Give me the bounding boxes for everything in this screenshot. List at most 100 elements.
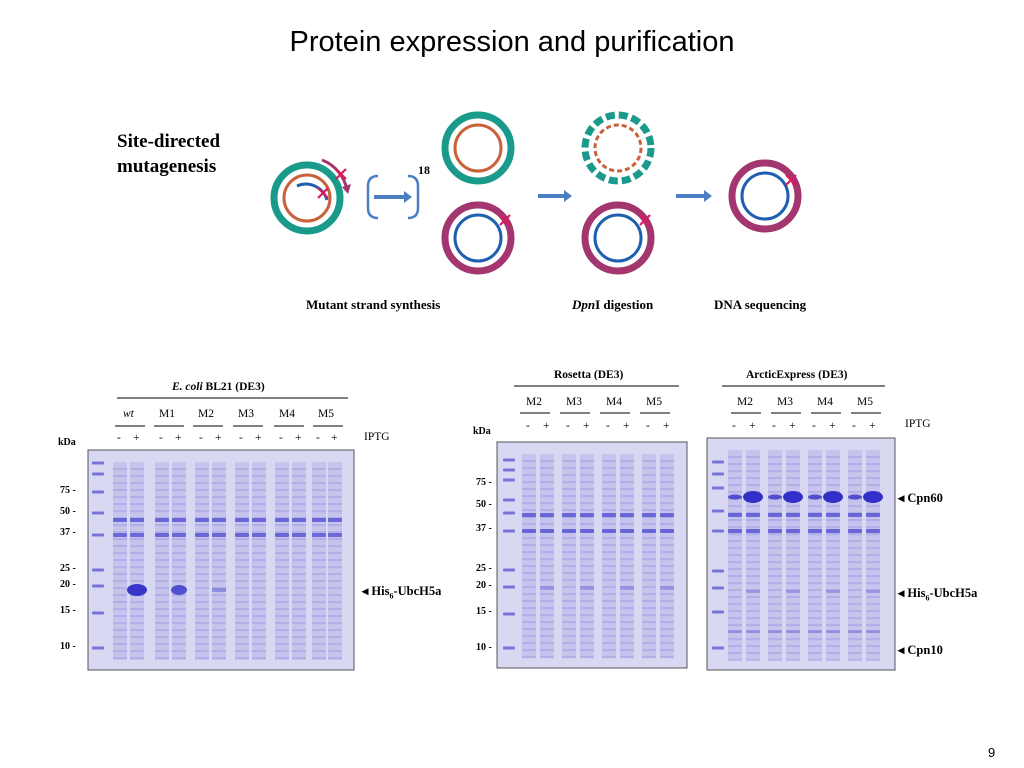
gel2-lane-faint-band [660,572,674,575]
gel3-lane-faint-band [768,470,782,473]
gel3-lane-faint-band [826,582,840,585]
gel3-sign-plus-M2: + [749,420,756,432]
gel1-lane-faint-band [328,482,342,485]
gel3-lane-faint-band [746,638,760,641]
gel1-lane-faint-band [312,510,326,513]
gel1-lane-faint-band [312,601,326,604]
gel1-lane-faint-band [155,559,169,562]
gel3-lane-faint-band [826,477,840,480]
gel3-lane-3 [768,450,782,662]
gel2-lane-faint-band [660,558,674,561]
gel1-lane-faint-band [113,475,127,478]
gel1-marker-band-8 [92,646,104,650]
gel3-lane-faint-band [826,568,840,571]
gel3-annotation-cpn60: ◂ Cpn60 [898,491,943,505]
gel2-lane-faint-band [562,516,576,519]
gel1-lane-faint-band [235,643,249,646]
gel3-lane-faint-band [746,603,760,606]
gel2-lane-faint-band [562,474,576,477]
gel3-lane-faint-band [848,652,862,655]
gel3-his6-band [826,590,840,593]
gel2-lane-faint-band [642,558,656,561]
gel3-marker-band-7 [712,610,724,614]
gel2-lane-faint-band [620,502,634,505]
gel1-sign-plus-M5: + [331,432,338,444]
gel2-lane-faint-band [522,607,536,610]
gel1-lane-faint-band [235,531,249,534]
gel2-lane-faint-band [642,516,656,519]
gel2-lane-faint-band [642,502,656,505]
gel1-lane-faint-band [172,496,186,499]
gel3-marker-band-5 [712,569,724,573]
gel2-lane-faint-band [522,593,536,596]
gel1-lane-faint-band [328,580,342,583]
gel2-lane-6 [620,454,634,659]
gel1-lane-faint-band [155,650,169,653]
gel1-lane-faint-band [292,650,306,653]
gel3-lane-faint-band [866,631,880,634]
gel2-lane-faint-band [562,607,576,610]
gel2-lane-smear-5 [602,454,616,658]
gel1-lane-faint-band [155,510,169,513]
gel2-lane-faint-band [580,537,594,540]
plasmid-template [270,161,344,235]
gel3-lane-faint-band [768,533,782,536]
gel2-lane-smear-2 [540,454,554,658]
gel2-lane-major-band-0 [660,513,674,517]
gel1-lane-faint-band [212,636,226,639]
gel1-lane-faint-band [130,573,144,576]
gel1-lane-faint-band [252,482,266,485]
gel1-lane-faint-band [212,615,226,618]
gel2-lane-faint-band [580,516,594,519]
gel1-lane-smear-4 [172,462,186,660]
gel3-lane-major-band-0 [808,513,822,517]
gel1-lane-faint-band [212,489,226,492]
gel2-lane-faint-band [642,551,656,554]
gel1-lane-faint-band [312,496,326,499]
gel3-cpn10-band [746,630,760,633]
gel1-lane-faint-band [113,643,127,646]
gel1-lane-faint-band [172,608,186,611]
gel1-lane-faint-band [130,552,144,555]
gel3-lane-faint-band [768,652,782,655]
gel3-lane-faint-band [826,596,840,599]
gel2-lane-faint-band [540,614,554,617]
gel3-lane-faint-band [786,582,800,585]
gel1-lane-faint-band [212,510,226,513]
gel1-lane-faint-band [212,538,226,541]
gel3-lane-faint-band [786,561,800,564]
gel1-marker-37: 37 - [60,527,76,538]
gel3-lane-faint-band [728,610,742,613]
gel2-lane-faint-band [642,579,656,582]
gel3-lane-faint-band [826,638,840,641]
gel1-lane-faint-band [275,496,289,499]
gel1-lane-faint-band [113,636,127,639]
gel3-lane-faint-band [746,582,760,585]
gel1-lane-faint-band [172,552,186,555]
gel3-lane-faint-band [808,659,822,662]
gel3-cpn10-band [866,630,880,633]
gel1-lane-faint-band [292,608,306,611]
gel1-lane-7 [235,462,249,660]
gel3-lane-faint-band [786,638,800,641]
gel3-lane-faint-band [848,589,862,592]
gel1-lane-faint-band [292,524,306,527]
gel1-lane-faint-band [130,503,144,506]
gel2-sign-plus-M3: + [583,420,590,432]
gel3-lane-faint-band [808,589,822,592]
gel2-lane-faint-band [602,474,616,477]
gel3-group-M5: M5 [857,396,873,408]
gel1-lane-faint-band [328,524,342,527]
gel3-lane-faint-band [848,484,862,487]
gel3-annotation-cpn10-text: Cpn10 [907,643,943,657]
gel2-lane-faint-band [602,607,616,610]
gel2-lane-faint-band [522,481,536,484]
gel3-lane-faint-band [786,540,800,543]
gel1-lane-major-band-0 [172,518,186,522]
gel1-lane-faint-band [252,608,266,611]
gel3-lane-faint-band [826,505,840,508]
gel2-lane-faint-band [660,467,674,470]
gel1-lane-faint-band [172,622,186,625]
gel3-cpn10-band [768,630,782,633]
